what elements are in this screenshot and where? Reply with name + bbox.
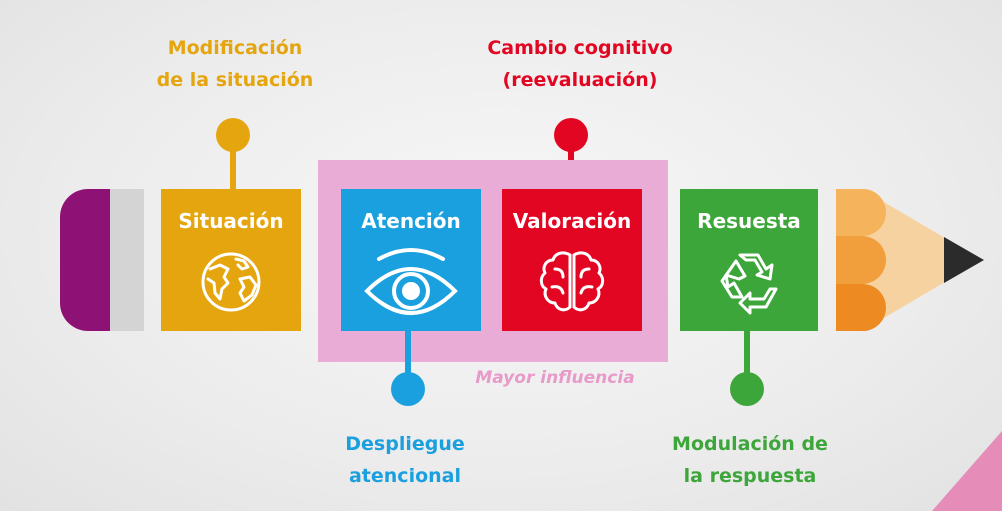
strategy-label-respuesta: Modulación de la respuesta xyxy=(640,428,860,492)
pencil-tip-band-bottom-front xyxy=(836,284,886,331)
pencil-ferrule xyxy=(110,189,144,331)
strategy-label-situacion: Modificación de la situación xyxy=(140,32,330,96)
stage-box-situacion: Situación xyxy=(161,189,301,331)
strategy-label-respuesta-line1: Modulación de xyxy=(672,433,828,455)
globe-icon xyxy=(201,252,261,312)
pencil-tip-band-top-front xyxy=(836,189,886,236)
strategy-label-valoracion: Cambio cognitivo (reevaluación) xyxy=(460,32,700,96)
eye-icon xyxy=(364,248,458,315)
strategy-label-atencion-line1: Despliegue xyxy=(345,433,465,455)
stage-title-situacion: Situación xyxy=(178,209,284,233)
strategy-label-situacion-line1: Modificación xyxy=(167,37,303,59)
pencil-tip-band-middle-front xyxy=(836,236,886,284)
strategy-label-atencion-line2: atencional xyxy=(348,465,461,487)
pencil-eraser xyxy=(60,189,110,331)
recycle-icon xyxy=(720,253,778,315)
connector-dot-atencion xyxy=(391,372,425,406)
strategy-label-situacion-line2: de la situación xyxy=(156,69,314,91)
strategy-label-valoracion-line2: (reevaluación) xyxy=(502,69,658,91)
connector-dot-respuesta xyxy=(730,372,764,406)
strategy-label-valoracion-line1: Cambio cognitivo xyxy=(487,37,673,59)
stage-box-atencion: Atención xyxy=(341,189,481,331)
connector-stem-respuesta xyxy=(744,331,750,381)
stage-title-atencion: Atención xyxy=(361,209,461,233)
strategy-label-atencion: Despliegue atencional xyxy=(320,428,490,492)
pencil-wood-tip xyxy=(862,189,984,331)
stage-box-valoracion: Valoración xyxy=(502,189,642,331)
corner-decoration xyxy=(932,431,1002,511)
stage-box-respuesta: Resuesta xyxy=(680,189,818,331)
influence-label: Mayor influencia xyxy=(475,368,635,388)
stage-title-valoracion: Valoración xyxy=(512,209,632,233)
brain-icon xyxy=(539,251,605,312)
connector-stem-atencion xyxy=(405,331,411,381)
stage-title-respuesta: Resuesta xyxy=(697,209,801,233)
strategy-label-respuesta-line2: la respuesta xyxy=(683,465,817,487)
connector-stem-situacion xyxy=(230,140,236,192)
